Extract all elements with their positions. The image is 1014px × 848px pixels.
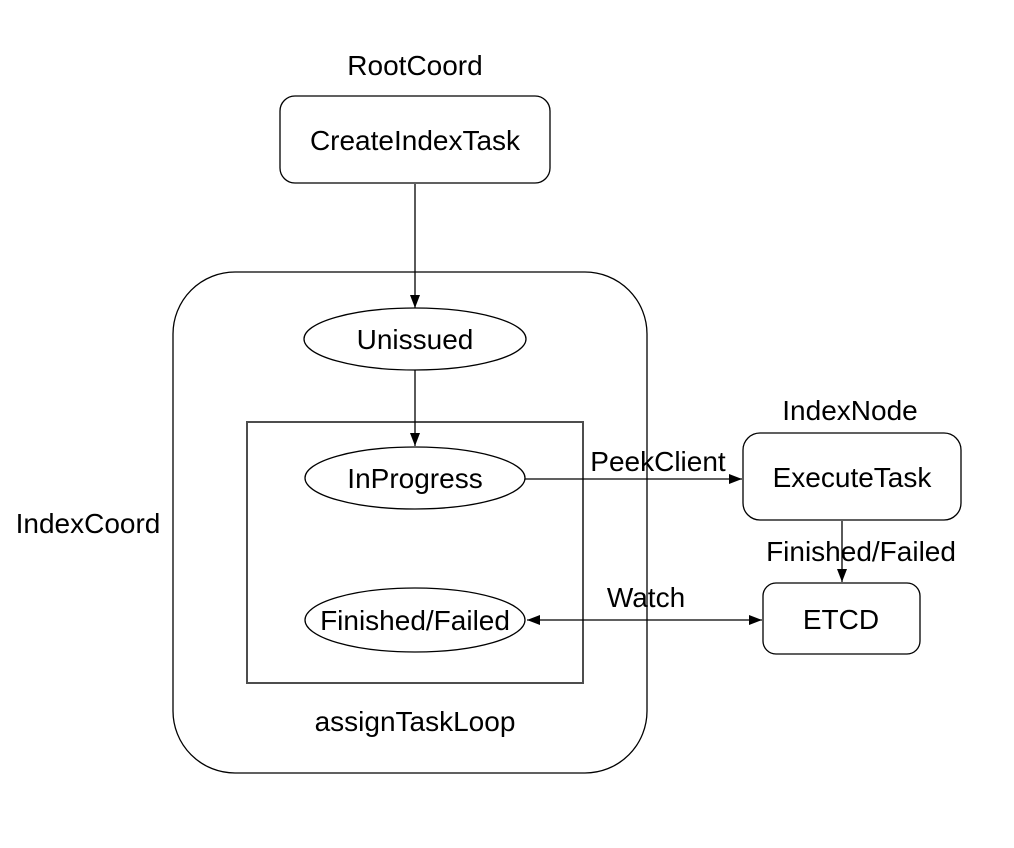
root-coord-label: RootCoord	[347, 50, 482, 81]
index-coord-container	[172, 271, 648, 774]
create-index-task-label: CreateIndexTask	[310, 125, 521, 156]
finished-failed-edge-label: Finished/Failed	[766, 536, 956, 567]
index-node-label: IndexNode	[782, 395, 917, 426]
finished-failed-node	[304, 587, 526, 653]
in-progress-node	[304, 446, 526, 510]
execute-task-node	[742, 432, 962, 521]
in-progress-label: InProgress	[347, 463, 482, 494]
finished-failed-label: Finished/Failed	[320, 605, 510, 636]
peek-client-edge-label: PeekClient	[590, 446, 726, 477]
create-index-task-node	[279, 95, 551, 184]
index-coord-label: IndexCoord	[16, 508, 161, 539]
execute-task-label: ExecuteTask	[773, 462, 933, 493]
watch-edge-label: Watch	[607, 582, 685, 613]
assign-task-loop-label: assignTaskLoop	[315, 706, 516, 737]
etcd-node	[762, 582, 921, 655]
unissued-label: Unissued	[357, 324, 474, 355]
etcd-label: ETCD	[803, 604, 879, 635]
